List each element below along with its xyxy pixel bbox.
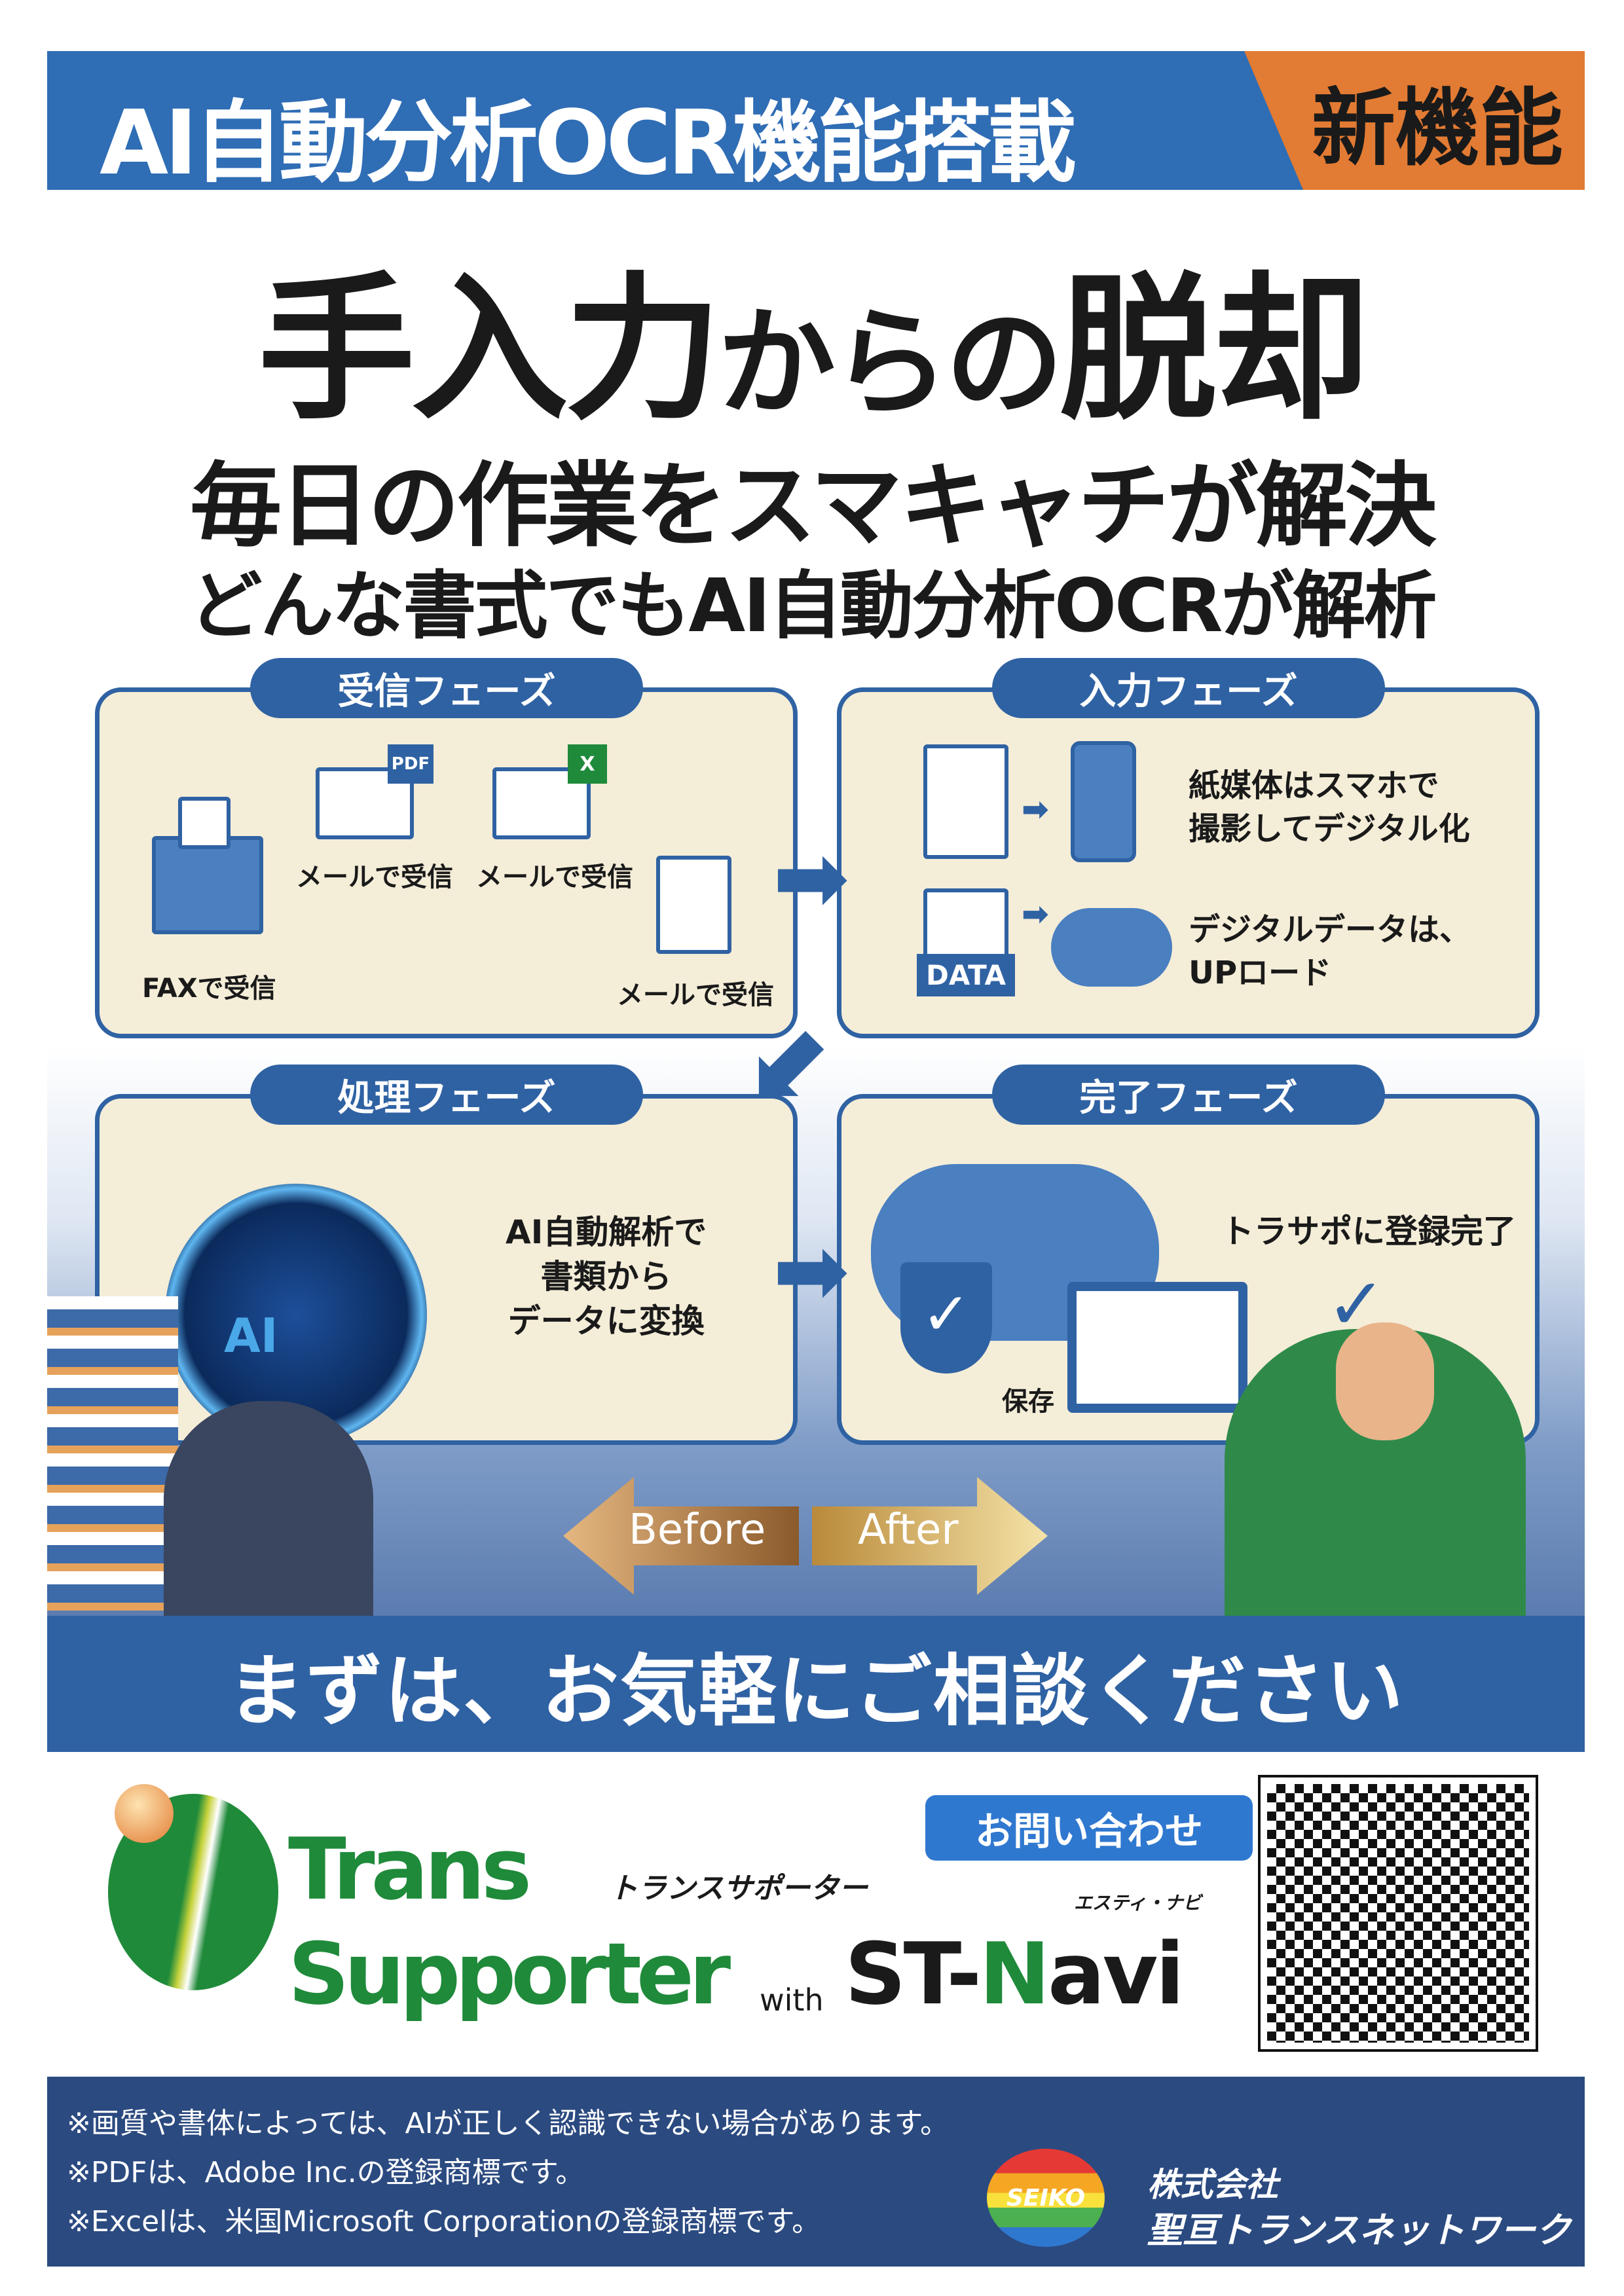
footer-note: ※PDFは、Adobe Inc.の登録商標です。	[67, 2156, 585, 2189]
logo-trans: Trans	[288, 1819, 532, 1919]
arrow-right-icon: ➡	[773, 1218, 850, 1324]
document-icon	[656, 856, 731, 954]
footer-note: ※Excelは、米国Microsoft Corporationの登録商標です。	[67, 2205, 821, 2238]
headline-part: 手入力	[257, 258, 722, 441]
seiko-logo: SEIKO	[987, 2149, 1105, 2247]
paper-document-icon	[923, 744, 1008, 859]
phase-title: 入力フェーズ	[992, 658, 1385, 718]
digital-text: デジタルデータは、 UPロード	[1189, 908, 1471, 994]
process-phase-box: 処理フェーズ AI AI自動解析で書類からデータに変換	[95, 1065, 798, 1446]
headline-part: 脱却	[1060, 258, 1370, 441]
logo-with: with	[760, 1982, 824, 2018]
fax-icon	[152, 836, 263, 934]
ai-brain-icon	[165, 1184, 427, 1446]
contact-bubble[interactable]: お問い合わせ	[925, 1795, 1253, 1861]
arrow-right-icon: ➡	[773, 825, 850, 932]
text-line: 紙媒体はスマホで	[1189, 767, 1439, 804]
top-banner: AI自動分析OCR機能搭載 新機能	[47, 51, 1585, 190]
banner-title: AI自動分析OCR機能搭載	[100, 92, 1077, 190]
contact-qr-code[interactable]	[1258, 1775, 1538, 2052]
monitor-dashboard-icon	[1067, 1282, 1247, 1413]
logo-stnavi: ST-Navi	[845, 1931, 1185, 2016]
receive-phase-box: 受信フェーズ FAXで受信 PDF メールで受信 X メールで受信 メールで受信	[95, 658, 798, 1038]
arrow-right-icon: ➡	[1022, 790, 1049, 828]
fax-label: FAXで受信	[142, 974, 276, 1004]
logo-text: ST-	[845, 1924, 982, 2024]
fax-paper-icon	[178, 797, 231, 849]
before-label: Before	[629, 1506, 766, 1554]
input-phase-box: 入力フェーズ ➡ 紙媒体はスマホで撮影してデジタル化 DATA ➡ デジタルデー…	[837, 658, 1540, 1038]
subheadline-2: どんな書式でもAI自動分析OCRが解析	[189, 564, 1437, 649]
ai-tag: AI	[224, 1308, 278, 1363]
footer-note: ※画質や書体によっては、AIが正しく認識できない場合があります。	[67, 2107, 950, 2140]
arrow-right-icon: ➡	[1022, 895, 1049, 933]
process-text: AI自動解析で書類からデータに変換	[506, 1210, 707, 1343]
logo-text: N	[979, 1924, 1050, 2024]
text-line: AI自動解析で	[506, 1213, 707, 1251]
pdf-tag: PDF	[388, 744, 434, 784]
logo-orange-ball	[115, 1784, 174, 1843]
mail-excel-label: メールで受信	[476, 862, 633, 892]
phase-title: 処理フェーズ	[250, 1065, 643, 1125]
paper-text: 紙媒体はスマホで撮影してデジタル化	[1189, 764, 1470, 850]
company-type: 株式会社	[1147, 2166, 1278, 2204]
headline-part: からの	[717, 295, 1063, 432]
mail-doc-label: メールで受信	[617, 980, 774, 1010]
badge-text: 新機能	[1311, 79, 1563, 177]
cloud-upload-icon	[1051, 908, 1172, 987]
cta-banner: まずは、お気軽にご相談ください	[47, 1616, 1585, 1752]
text-line: 撮影してデジタル化	[1189, 811, 1470, 847]
data-tag: DATA	[917, 954, 1015, 996]
logo-kana: トランスサポーター	[609, 1872, 868, 1905]
document-stack-illustration	[47, 1296, 178, 1611]
logo-supporter: Supporter	[288, 1924, 731, 2024]
subheadline-1: 毎日の作業をスマキャチが解決	[190, 453, 1437, 560]
company-name: 聖亘トランスネットワーク	[1147, 2210, 1571, 2251]
after-label: After	[858, 1506, 959, 1554]
smartphone-icon	[1071, 741, 1136, 862]
text-line: デジタルデータは、	[1189, 911, 1471, 948]
stnavi-kana: エスティ・ナビ	[1074, 1892, 1202, 1914]
text-line: UPロード	[1189, 955, 1332, 991]
text-line: データに変換	[507, 1302, 705, 1340]
text-line: 書類から	[540, 1258, 672, 1296]
complete-text: トラサポに登録完了	[1221, 1212, 1516, 1250]
mail-pdf-label: メールで受信	[296, 862, 453, 892]
logo-text: avi	[1047, 1924, 1185, 2024]
shield-check-icon: ✓	[900, 1262, 992, 1374]
footer: ※画質や書体によっては、AIが正しく認識できない場合があります。 ※PDFは、A…	[47, 2077, 1585, 2267]
headline: 手入力からの脱却	[0, 223, 1624, 450]
phase-title: 受信フェーズ	[250, 658, 643, 718]
excel-tag: X	[568, 744, 607, 784]
relaxed-worker-face	[1336, 1322, 1434, 1440]
save-label: 保存	[1002, 1387, 1054, 1417]
new-feature-badge: 新機能	[1244, 51, 1585, 190]
stressed-worker-illustration	[164, 1401, 373, 1617]
phase-title: 完了フェーズ	[992, 1065, 1385, 1125]
